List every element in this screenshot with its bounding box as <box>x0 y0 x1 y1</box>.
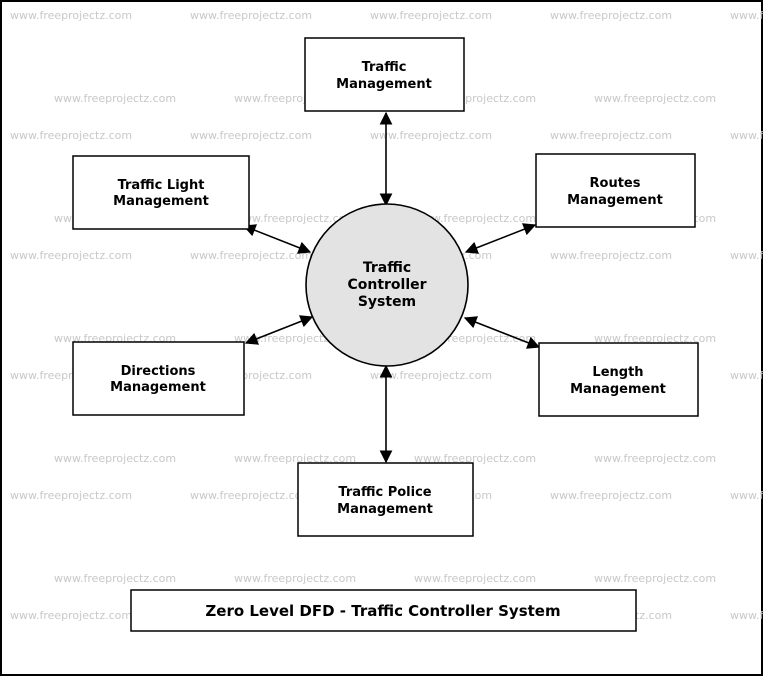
entity-label-line-2: Management <box>570 382 666 397</box>
entity-box <box>72 155 250 230</box>
watermark-text: www.freeprojectz.com <box>190 249 312 262</box>
watermark-text: www.freeprojectz.com <box>54 572 176 585</box>
watermark-text: www.freeprojectz.com <box>190 489 312 502</box>
entity-traffic-management: Traffic Management <box>304 37 465 112</box>
diagram-title-box: Zero Level DFD - Traffic Controller Syst… <box>130 589 637 632</box>
watermark-text: www.freeprojectz.com <box>234 212 356 225</box>
entity-label-line-2: Management <box>567 193 663 208</box>
entity-box <box>297 462 474 537</box>
entity-label-line-1: Traffic Light <box>118 178 205 193</box>
watermark-text: www.freeprojectz.com <box>10 9 132 22</box>
watermark-text: www.freeprojectz.com <box>10 249 132 262</box>
diagram-title: Zero Level DFD - Traffic Controller Syst… <box>205 602 560 620</box>
entity-label-line-2: Management <box>110 380 206 395</box>
watermark-text: www.freeprojectz.com <box>234 572 356 585</box>
watermark-text: www.freeprojectz.com <box>550 249 672 262</box>
entity-directions-management: Directions Management <box>72 341 245 416</box>
entity-box <box>538 342 699 417</box>
watermark-text: www.freeprojectz.com <box>54 452 176 465</box>
watermark-text: www.freeprojectz.com <box>54 92 176 105</box>
watermark-text: www.freeprojectz.com <box>730 9 764 22</box>
watermark-text: www.freeprojectz.com <box>730 129 764 142</box>
watermark-text: www.freeprojectz.com <box>730 249 764 262</box>
watermark-text: www.freeprojectz.com <box>10 129 132 142</box>
watermark-text: www.freeprojectz.com <box>414 212 536 225</box>
entity-traffic-police-management: Traffic Police Management <box>297 462 474 537</box>
watermark-text: www.freeprojectz.com <box>730 489 764 502</box>
entity-box <box>535 153 696 228</box>
entity-label-line-2: Management <box>337 502 433 517</box>
entity-label-line-1: Routes <box>590 176 641 191</box>
entity-label-line-2: Management <box>336 77 432 92</box>
entity-traffic-light-management: Traffic Light Management <box>72 155 250 230</box>
watermark-text: www.freeprojectz.com <box>594 572 716 585</box>
watermark-text: www.freeprojectz.com <box>594 92 716 105</box>
entity-box <box>304 37 465 112</box>
flow-routes-management <box>464 223 537 254</box>
entity-box <box>72 341 245 416</box>
watermark-text: www.freeprojectz.com <box>370 369 492 382</box>
entity-length-management: Length Management <box>538 342 699 417</box>
entity-label-line-1: Traffic Police <box>338 485 431 500</box>
watermark-text: www.freeprojectz.com <box>414 572 536 585</box>
entity-label-line-1: Length <box>592 365 643 380</box>
process-label-line-3: System <box>358 294 416 310</box>
watermark-text: www.freeprojectz.com <box>414 452 536 465</box>
watermark-text: www.freeprojectz.com <box>234 452 356 465</box>
entity-label-line-2: Management <box>113 194 209 209</box>
watermark-text: www.freeprojectz.com <box>594 452 716 465</box>
watermark-text: www.freeprojectz.com <box>550 129 672 142</box>
watermark-text: www.freeprojectz.com <box>550 9 672 22</box>
watermark-text: www.freeprojectz.com <box>190 129 312 142</box>
watermark-text: www.freeprojectz.com <box>730 609 764 622</box>
process-label-line-1: Traffic <box>363 260 411 276</box>
watermark-text: www.freeprojectz.com <box>730 369 764 382</box>
watermark-text: www.freeprojectz.com <box>370 9 492 22</box>
flow-traffic-light-management <box>242 224 312 254</box>
watermark-text: www.freeprojectz.com <box>550 489 672 502</box>
entity-label-line-1: Traffic <box>362 60 407 75</box>
entity-label-line-1: Directions <box>121 364 196 379</box>
flow-length-management <box>463 316 541 349</box>
watermark-text: www.freeprojectz.com <box>190 9 312 22</box>
process-traffic-controller-system: Traffic Controller System <box>305 203 469 367</box>
watermark-text: www.freeprojectz.com <box>10 609 132 622</box>
watermark-text: www.freeprojectz.com <box>370 129 492 142</box>
watermark-text: www.freeprojectz.com <box>10 489 132 502</box>
flow-directions-management <box>244 315 314 345</box>
entity-routes-management: Routes Management <box>535 153 696 228</box>
title-frame <box>130 589 637 632</box>
watermark-text: www.freeprojectz.com <box>594 332 716 345</box>
process-label-line-2: Controller <box>347 277 426 293</box>
process-circle <box>305 203 469 367</box>
data-flows <box>242 111 541 464</box>
